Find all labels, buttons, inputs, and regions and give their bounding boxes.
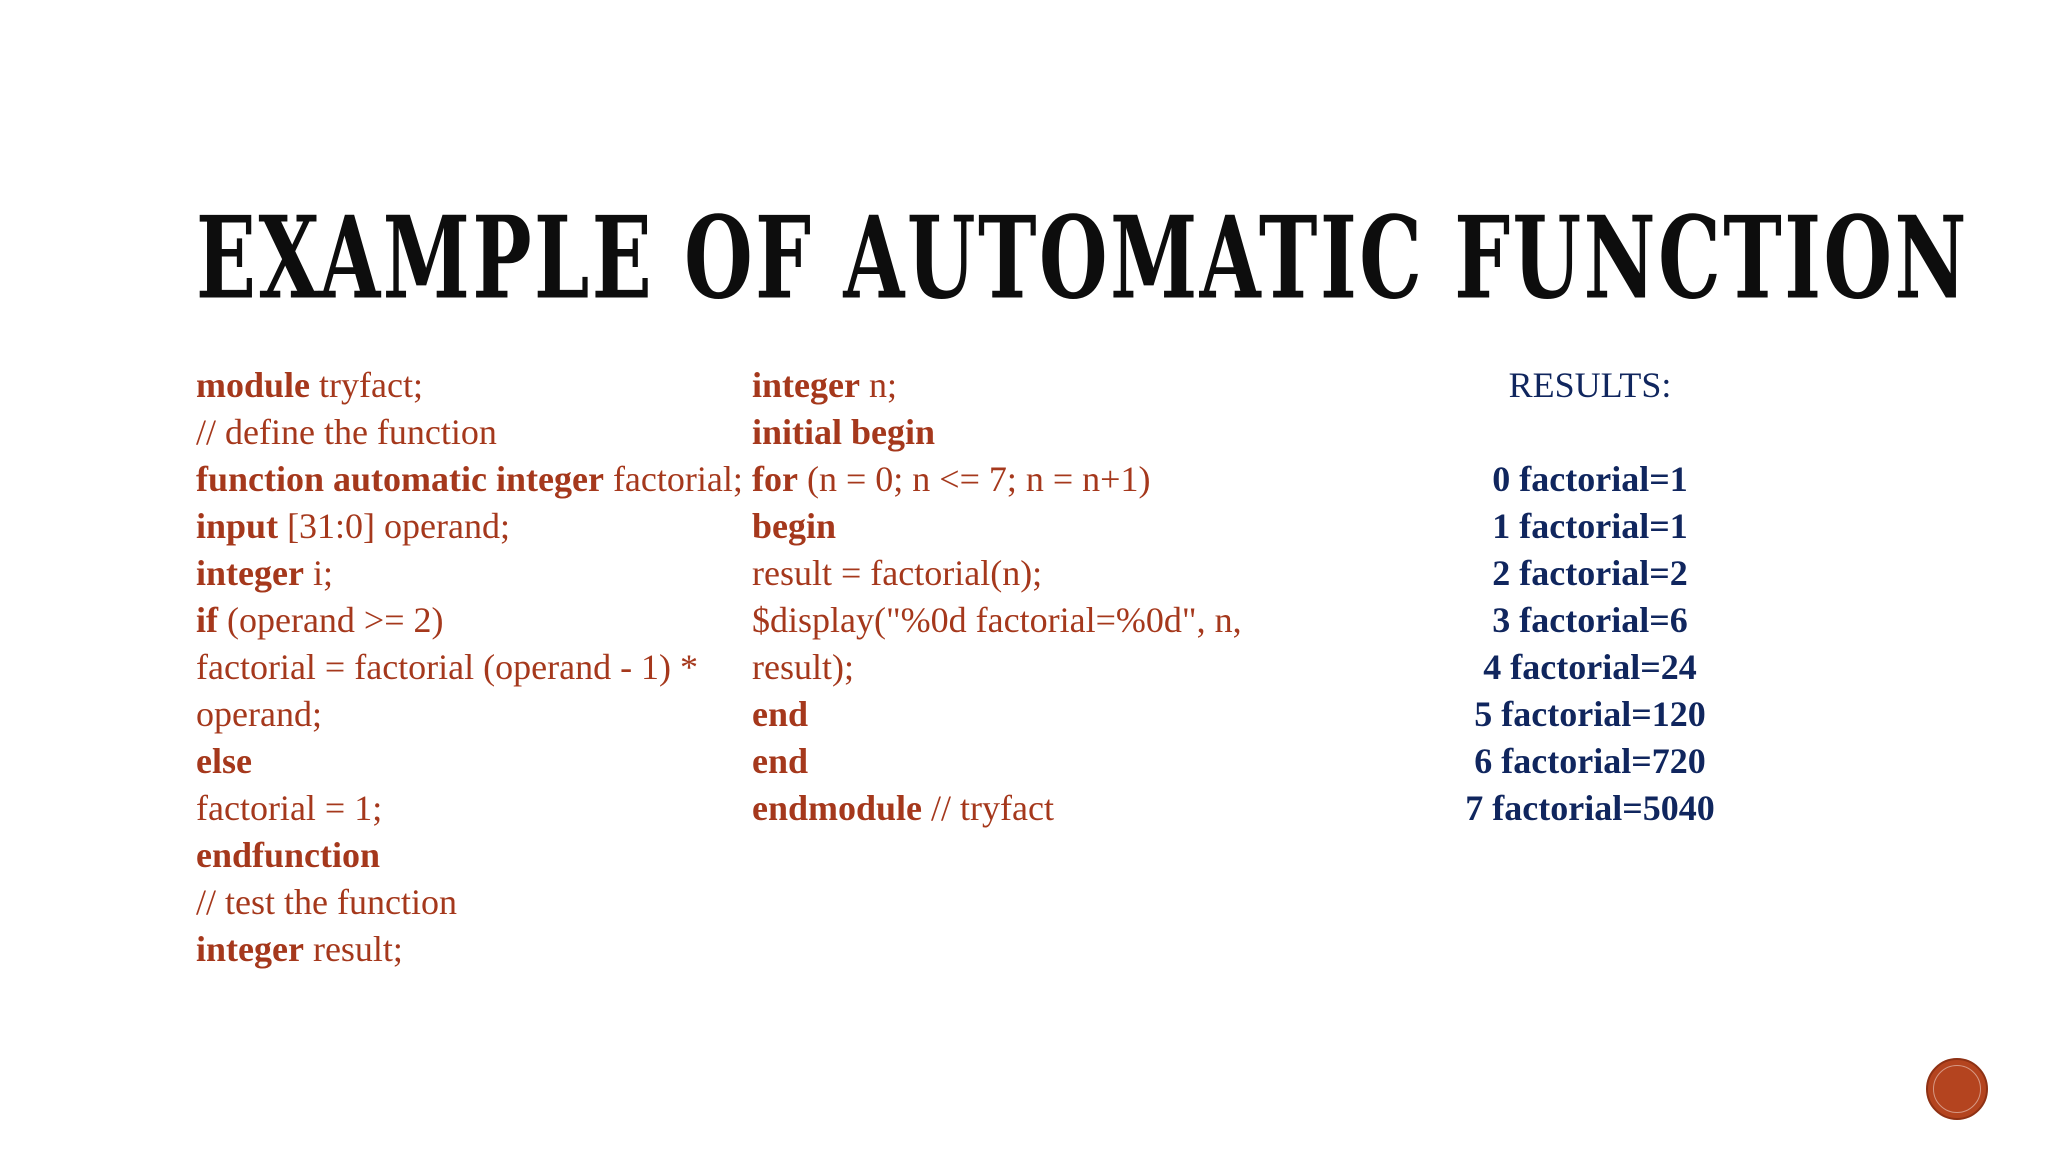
results-spacer bbox=[1360, 409, 1820, 456]
code-text: n; bbox=[859, 365, 897, 405]
code-text: // tryfact bbox=[922, 788, 1054, 828]
code-text: (n = 0; n <= 7; n = n+1) bbox=[797, 459, 1151, 499]
code-text: factorial; bbox=[603, 459, 743, 499]
code-keyword: endmodule bbox=[752, 788, 923, 828]
result-line: 0 factorial=1 bbox=[1492, 459, 1688, 499]
code-line: endfunction bbox=[196, 832, 756, 879]
page-title: Example of automatic function bbox=[196, 191, 1969, 326]
code-line: function automatic integer factorial; bbox=[196, 456, 756, 503]
code-keyword: module bbox=[196, 365, 311, 405]
code-line: input [31:0] operand; bbox=[196, 503, 756, 550]
code-line: factorial = factorial (operand - 1) * op… bbox=[196, 644, 756, 738]
code-keyword: integer bbox=[752, 365, 860, 405]
code-line: $display("%0d factorial=%0d", n, result)… bbox=[752, 597, 1272, 691]
code-line: for (n = 0; n <= 7; n = n+1) bbox=[752, 456, 1272, 503]
code-line: integer result; bbox=[196, 926, 756, 973]
result-line: 4 factorial=24 bbox=[1483, 647, 1697, 687]
code-line: integer i; bbox=[196, 550, 756, 597]
code-line: begin bbox=[752, 503, 1272, 550]
result-line: 3 factorial=6 bbox=[1492, 600, 1688, 640]
code-line: end bbox=[752, 691, 1272, 738]
code-line: end bbox=[752, 738, 1272, 785]
code-text: // define the function bbox=[196, 412, 497, 452]
code-line: initial begin bbox=[752, 409, 1272, 456]
code-line: // test the function bbox=[196, 879, 756, 926]
result-line: 1 factorial=1 bbox=[1492, 506, 1688, 546]
code-line: if (operand >= 2) bbox=[196, 597, 756, 644]
code-text: $display("%0d factorial=%0d", n, result)… bbox=[752, 600, 1251, 687]
logo-glyph bbox=[1926, 1058, 1988, 1120]
result-line: 6 factorial=720 bbox=[1474, 741, 1706, 781]
code-keyword: end bbox=[752, 741, 809, 781]
code-text: // test the function bbox=[196, 882, 457, 922]
code-text: i; bbox=[303, 553, 333, 593]
code-keyword: end bbox=[752, 694, 809, 734]
code-keyword: initial begin bbox=[752, 412, 936, 452]
code-keyword: endfunction bbox=[196, 835, 381, 875]
code-line: module tryfact; bbox=[196, 362, 756, 409]
code-line: else bbox=[196, 738, 756, 785]
code-text: tryfact; bbox=[310, 365, 423, 405]
code-keyword: integer bbox=[196, 929, 304, 969]
result-line: 2 factorial=2 bbox=[1492, 553, 1688, 593]
code-text: result; bbox=[303, 929, 403, 969]
circular-seal-logo bbox=[1926, 1058, 1988, 1120]
results-column: RESULTS: 0 factorial=1 1 factorial=1 2 fac… bbox=[1360, 362, 1820, 832]
results-heading: RESULTS: bbox=[1508, 365, 1672, 405]
code-text: (operand >= 2) bbox=[218, 600, 444, 640]
code-line: integer n; bbox=[752, 362, 1272, 409]
code-keyword: if bbox=[196, 600, 218, 640]
code-text: factorial = factorial (operand - 1) * op… bbox=[196, 647, 708, 734]
result-line: 7 factorial=5040 bbox=[1465, 788, 1715, 828]
code-keyword: integer bbox=[196, 553, 304, 593]
code-keyword: input bbox=[196, 506, 279, 546]
code-keyword: else bbox=[196, 741, 252, 781]
code-line: result = factorial(n); bbox=[752, 550, 1272, 597]
results-list: 0 factorial=1 1 factorial=1 2 factorial=2 3… bbox=[1360, 456, 1820, 832]
code-keyword: begin bbox=[752, 506, 837, 546]
code-line: // define the function bbox=[196, 409, 756, 456]
code-keyword: for bbox=[752, 459, 798, 499]
code-line: factorial = 1; bbox=[196, 785, 756, 832]
logo-inner-ring bbox=[1933, 1065, 1981, 1113]
code-text: factorial = 1; bbox=[196, 788, 383, 828]
code-keyword: function automatic integer bbox=[196, 459, 604, 499]
code-line: endmodule // tryfact bbox=[752, 785, 1272, 832]
code-text: [31:0] operand; bbox=[278, 506, 510, 546]
code-text: result = factorial(n); bbox=[752, 553, 1043, 593]
result-line: 5 factorial=120 bbox=[1474, 694, 1706, 734]
